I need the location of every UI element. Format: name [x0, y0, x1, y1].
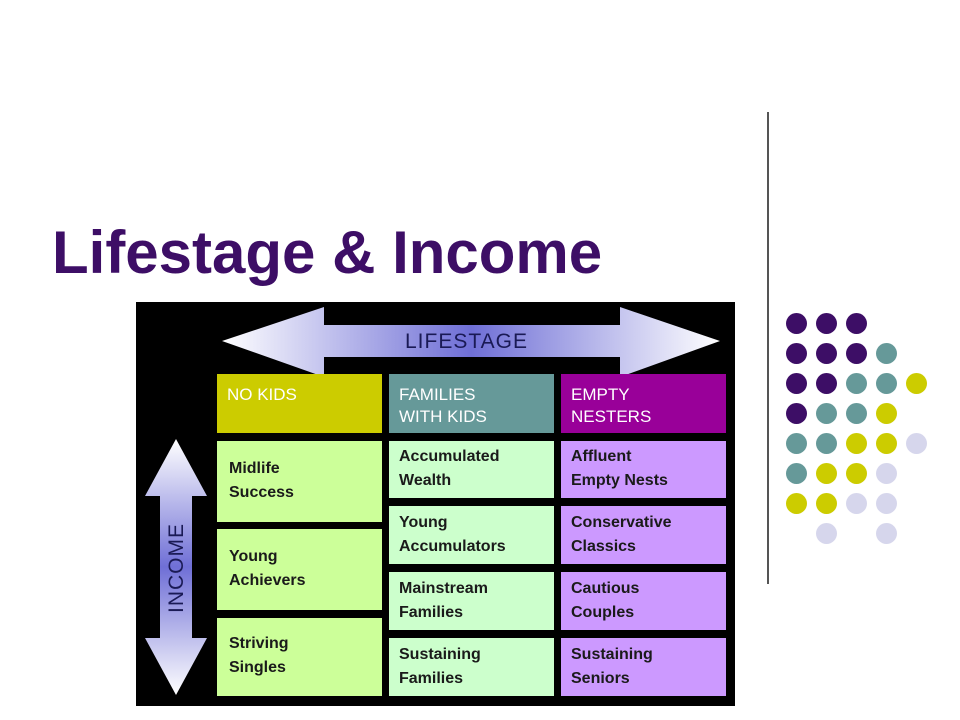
dot-teal: [876, 343, 897, 364]
dot-yellow: [846, 463, 867, 484]
column-header-empty-nesters: EMPTY NESTERS: [561, 374, 726, 433]
income-label: INCOME: [165, 523, 188, 613]
segment-cautious-couples: Cautious Couples: [561, 572, 726, 630]
dot-grid-decoration: [786, 313, 927, 549]
dot-lavender: [876, 493, 897, 514]
dot-teal: [786, 463, 807, 484]
dot-lavender: [906, 433, 927, 454]
dot-purple: [816, 313, 837, 334]
dot-yellow: [816, 493, 837, 514]
segment-young-achievers: Young Achievers: [217, 529, 382, 610]
dot-teal: [816, 433, 837, 454]
dot-teal: [786, 433, 807, 454]
dot-teal: [846, 403, 867, 424]
dot-lavender: [846, 493, 867, 514]
dot-purple: [816, 343, 837, 364]
dot-lavender: [876, 463, 897, 484]
segment-young-accumulators: Young Accumulators: [389, 506, 554, 564]
dot-yellow: [906, 373, 927, 394]
dot-purple: [786, 373, 807, 394]
dot-lavender: [876, 523, 897, 544]
segment-midlife-success: Midlife Success: [217, 441, 382, 522]
dot-teal: [816, 403, 837, 424]
segment-striving-singles: Striving Singles: [217, 618, 382, 696]
dot-purple: [816, 373, 837, 394]
dot-yellow: [786, 493, 807, 514]
column-header-no-kids: NO KIDS: [217, 374, 382, 433]
dot-purple: [846, 343, 867, 364]
dot-yellow: [816, 463, 837, 484]
dot-lavender: [816, 523, 837, 544]
dot-teal: [876, 373, 897, 394]
segment-conservative-classics: Conservative Classics: [561, 506, 726, 564]
dot-purple: [786, 403, 807, 424]
lifestage-arrow: [222, 307, 720, 377]
income-arrow: [145, 439, 207, 695]
segment-sustaining-families: Sustaining Families: [389, 638, 554, 696]
divider-line: [767, 112, 769, 584]
dot-yellow: [846, 433, 867, 454]
lifestage-label: LIFESTAGE: [405, 330, 528, 353]
dot-purple: [846, 313, 867, 334]
segment-affluent-empty-nests: Affluent Empty Nests: [561, 441, 726, 498]
dot-yellow: [876, 433, 897, 454]
dot-purple: [786, 343, 807, 364]
segment-sustaining-seniors: Sustaining Seniors: [561, 638, 726, 696]
segment-accumulated-wealth: Accumulated Wealth: [389, 441, 554, 498]
dot-purple: [786, 313, 807, 334]
slide-title: Lifestage & Income: [52, 219, 603, 286]
segment-mainstream-families: Mainstream Families: [389, 572, 554, 630]
column-header-families-with-kids: FAMILIES WITH KIDS: [389, 374, 554, 433]
dot-yellow: [876, 403, 897, 424]
dot-teal: [846, 373, 867, 394]
